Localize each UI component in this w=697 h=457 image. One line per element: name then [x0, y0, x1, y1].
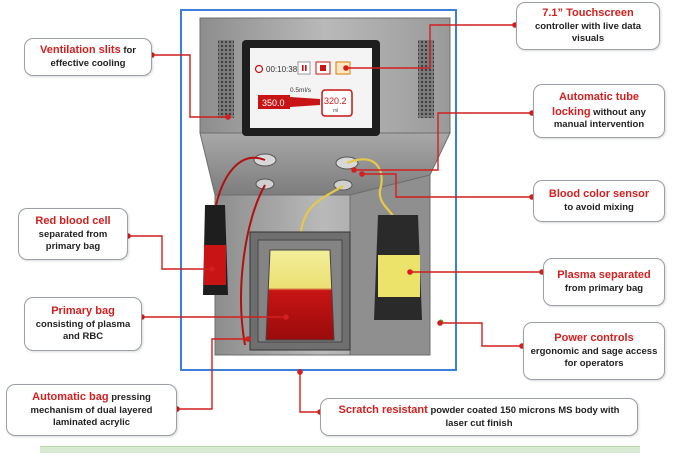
timer-readout: 00:10:38 [266, 65, 298, 74]
target-volume: 320.2 [324, 96, 347, 106]
callout-bag-pressing: Automatic bag pressing mechanism of dual… [6, 384, 177, 436]
ventilation-slits-right [418, 40, 434, 118]
callout-tube-locking: Automatic tube locking without any manua… [533, 84, 665, 138]
source-volume-box [258, 95, 290, 109]
primary-bag [265, 249, 335, 341]
timer-icon [254, 64, 264, 74]
callout-touchscreen: 7.1” Touchscreen controller with live da… [516, 2, 660, 50]
touchscreen-display [250, 48, 372, 128]
flow-rate: 0.5ml/s [290, 87, 312, 94]
ventilation-slits-left [218, 40, 234, 118]
footer-strip [40, 446, 640, 453]
source-volume: 350.0 [262, 98, 285, 108]
target-volume-box [321, 89, 353, 117]
pause-icon [297, 61, 311, 75]
rbc-bag [204, 245, 226, 285]
svg-text:ml: ml [333, 108, 338, 114]
callout-scratch-resistant: Scratch resistant powder coated 150 micr… [320, 398, 638, 436]
callout-ventilation: Ventilation slits for effective cooling [24, 38, 152, 76]
plasma-bag [378, 255, 420, 297]
callout-red-blood-cell: Red blood cell separated from primary ba… [18, 208, 128, 260]
callout-plasma-separated: Plasma separated from primary bag [543, 258, 665, 306]
callout-power-controls: Power controls ergonomic and sage access… [523, 322, 665, 380]
callout-primary-bag: Primary bag consisting of plasma and RBC [24, 297, 142, 351]
callout-blood-color-sensor: Blood color sensor to avoid mixing [533, 180, 665, 222]
